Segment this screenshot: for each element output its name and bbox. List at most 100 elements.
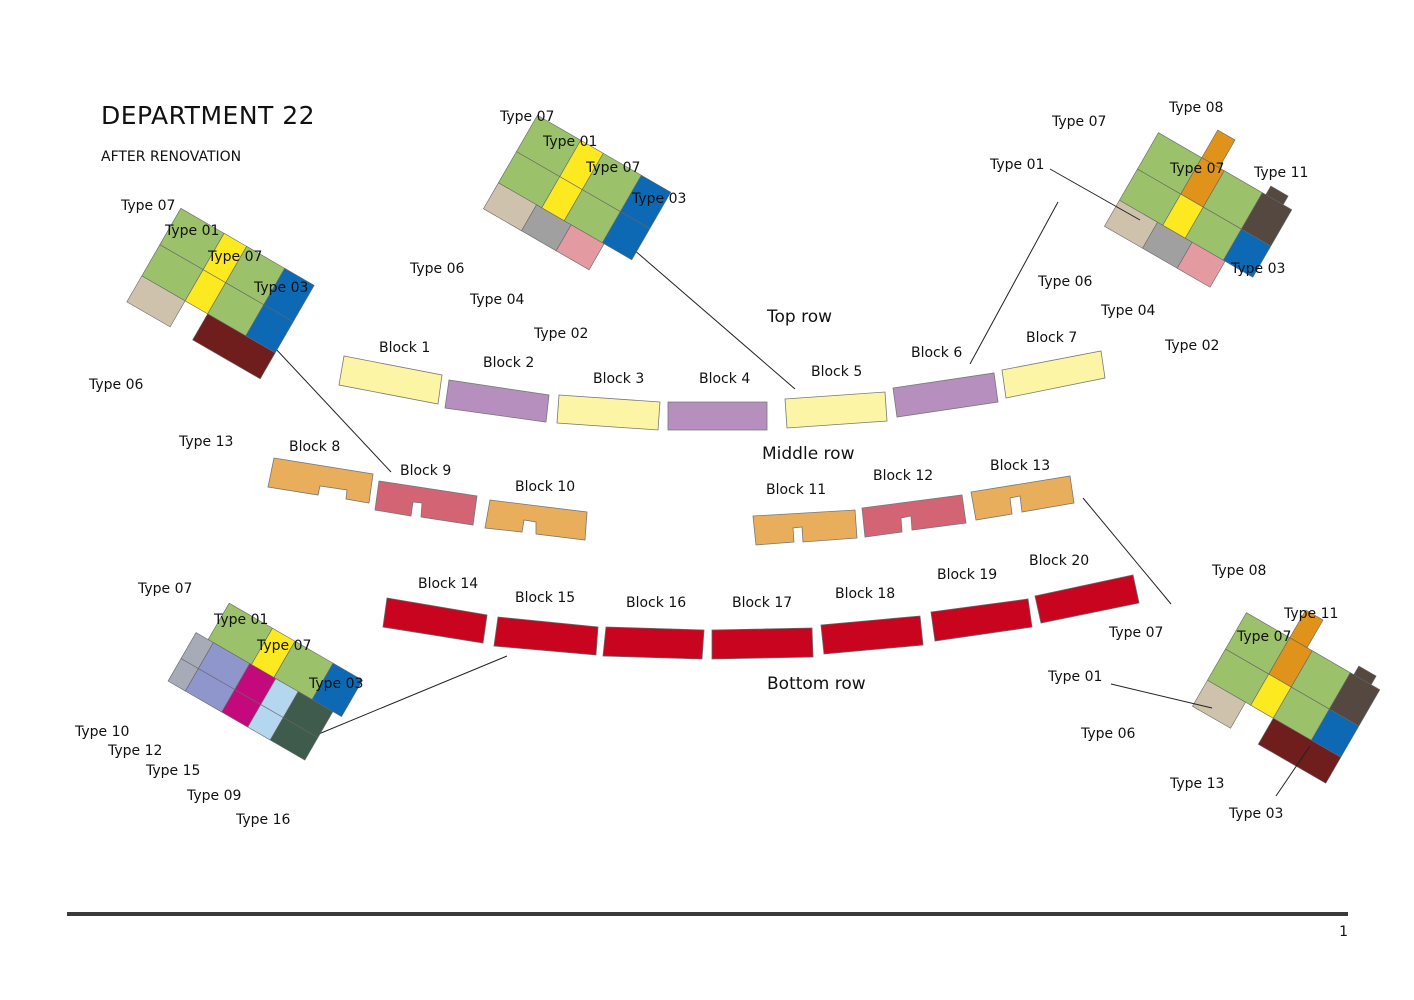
cluster-b-label-type04: Type 04 bbox=[469, 292, 525, 308]
cluster-d-label-type07b: Type 07 bbox=[256, 638, 311, 654]
block-label-14: Block 14 bbox=[418, 576, 478, 592]
block-13-shape bbox=[970, 475, 1075, 521]
cluster-e-label-type01: Type 01 bbox=[1047, 669, 1102, 685]
block-12-shape bbox=[861, 494, 967, 538]
block-label-6: Block 6 bbox=[911, 345, 962, 361]
unit-cluster-top-center bbox=[483, 114, 672, 271]
cluster-c-label-type07: Type 07 bbox=[1051, 114, 1106, 130]
cluster-e-labels: Type 08 Type 11 Type 07 Type 07 Type 01 … bbox=[1047, 563, 1338, 822]
cluster-a-label-type07: Type 07 bbox=[120, 198, 175, 214]
top-row-blocks bbox=[338, 350, 1106, 431]
cluster-e-label-type07: Type 07 bbox=[1108, 625, 1163, 641]
cluster-c-label-type04: Type 04 bbox=[1100, 303, 1156, 319]
cluster-c-type02-shape bbox=[1176, 241, 1226, 288]
leader-line-bottom-left bbox=[308, 655, 508, 739]
cluster-e-label-type11: Type 11 bbox=[1283, 606, 1338, 622]
leader-line-right bbox=[1082, 497, 1172, 605]
block-16-shape bbox=[602, 626, 705, 660]
block-17-shape bbox=[711, 627, 814, 660]
unit-cluster-bottom-left bbox=[167, 602, 363, 761]
block-label-8: Block 8 bbox=[289, 439, 340, 455]
block-2-shape bbox=[444, 379, 550, 423]
cluster-d-label-type07: Type 07 bbox=[137, 581, 192, 597]
cluster-a-type13-shape bbox=[192, 313, 276, 380]
cluster-b-label-type06: Type 06 bbox=[409, 261, 465, 277]
block-19-shape bbox=[930, 598, 1033, 642]
cluster-c-label-type07b: Type 07 bbox=[1169, 161, 1224, 177]
cluster-e-label-type08: Type 08 bbox=[1211, 563, 1266, 579]
block-label-5: Block 5 bbox=[811, 364, 862, 380]
row-label-middle: Middle row bbox=[762, 444, 855, 464]
row-label-bottom: Bottom row bbox=[767, 674, 866, 694]
block-4-shape bbox=[667, 401, 768, 431]
leader-line-top-right bbox=[969, 201, 1059, 365]
cluster-d-label-type03: Type 03 bbox=[308, 676, 363, 692]
block-label-13: Block 13 bbox=[990, 458, 1050, 474]
leader-line-top-center bbox=[632, 248, 796, 390]
block-label-17: Block 17 bbox=[732, 595, 792, 611]
unit-cluster-bottom-right bbox=[1192, 609, 1381, 784]
page-title: DEPARTMENT 22 bbox=[101, 101, 315, 130]
cluster-c-labels: Type 08 Type 07 Type 01 Type 07 Type 11 … bbox=[989, 100, 1308, 354]
block-18-shape bbox=[820, 615, 924, 655]
cluster-a-label-type01: Type 01 bbox=[164, 223, 219, 239]
block-10-shape bbox=[484, 499, 588, 541]
page-number: 1 bbox=[1339, 924, 1348, 940]
cluster-b-label-type07: Type 07 bbox=[499, 109, 554, 125]
cluster-a-label-type03: Type 03 bbox=[253, 280, 308, 296]
cluster-c-label-type11: Type 11 bbox=[1253, 165, 1308, 181]
row-label-top: Top row bbox=[766, 307, 832, 327]
block-label-7: Block 7 bbox=[1026, 330, 1077, 346]
cluster-b-type03b-shape bbox=[601, 211, 651, 261]
block-11-shape bbox=[752, 509, 858, 546]
cluster-b-label-type01: Type 01 bbox=[542, 134, 597, 150]
block-15-shape bbox=[493, 616, 599, 656]
cluster-b-label-type02: Type 02 bbox=[533, 326, 588, 342]
cluster-e-label-type03: Type 03 bbox=[1228, 806, 1283, 822]
cluster-c-type01-pointer bbox=[1049, 168, 1141, 221]
cluster-e-type13-shape bbox=[1257, 717, 1342, 784]
block-label-10: Block 10 bbox=[515, 479, 575, 495]
unit-cluster-top-left bbox=[126, 207, 315, 380]
block-label-16: Block 16 bbox=[626, 595, 686, 611]
cluster-b-label-type07b: Type 07 bbox=[585, 160, 640, 176]
cluster-b-label-type03: Type 03 bbox=[631, 191, 686, 207]
leader-lines bbox=[259, 201, 1172, 739]
cluster-d-label-type09: Type 09 bbox=[186, 788, 241, 804]
block-3-shape bbox=[556, 394, 661, 431]
cluster-e-type01-pointer bbox=[1110, 683, 1213, 709]
cluster-e-type03-pointer bbox=[1275, 745, 1311, 797]
block-label-15: Block 15 bbox=[515, 590, 575, 606]
block-14-shape bbox=[382, 597, 488, 644]
cluster-a-labels: Type 07 Type 01 Type 07 Type 03 Type 06 … bbox=[88, 198, 308, 450]
cluster-c-label-type06: Type 06 bbox=[1037, 274, 1093, 290]
block-8-shape bbox=[267, 457, 374, 504]
cluster-d-type16b-shape bbox=[269, 717, 319, 761]
block-1-shape bbox=[338, 355, 443, 405]
block-7-shape bbox=[1001, 350, 1106, 399]
block-label-11: Block 11 bbox=[766, 482, 826, 498]
bottom-row-blocks bbox=[382, 574, 1140, 660]
cluster-c-label-type03: Type 03 bbox=[1230, 261, 1285, 277]
cluster-a-label-type13: Type 13 bbox=[178, 434, 233, 450]
footer-rule bbox=[67, 912, 1348, 916]
block-label-3: Block 3 bbox=[593, 371, 644, 387]
block-label-9: Block 9 bbox=[400, 463, 451, 479]
cluster-d-label-type12: Type 12 bbox=[107, 743, 162, 759]
middle-row-blocks bbox=[267, 457, 1075, 546]
cluster-e-type06-shape bbox=[1192, 679, 1246, 729]
cluster-a-label-type06: Type 06 bbox=[88, 377, 144, 393]
block-9-shape bbox=[374, 480, 478, 526]
cluster-d-labels: Type 07 Type 01 Type 07 Type 03 Type 10 … bbox=[74, 581, 363, 828]
cluster-a-type06-shape bbox=[126, 275, 186, 328]
cluster-b-type02-shape bbox=[555, 224, 605, 271]
cluster-e-label-type07b: Type 07 bbox=[1236, 629, 1291, 645]
cluster-c-type03-shape bbox=[1222, 228, 1272, 278]
block-label-20: Block 20 bbox=[1029, 553, 1089, 569]
block-20-shape bbox=[1034, 574, 1140, 624]
cluster-e-label-type13: Type 13 bbox=[1169, 776, 1224, 792]
cluster-c-label-type02: Type 02 bbox=[1164, 338, 1219, 354]
cluster-c-label-type01: Type 01 bbox=[989, 157, 1044, 173]
block-label-18: Block 18 bbox=[835, 586, 895, 602]
